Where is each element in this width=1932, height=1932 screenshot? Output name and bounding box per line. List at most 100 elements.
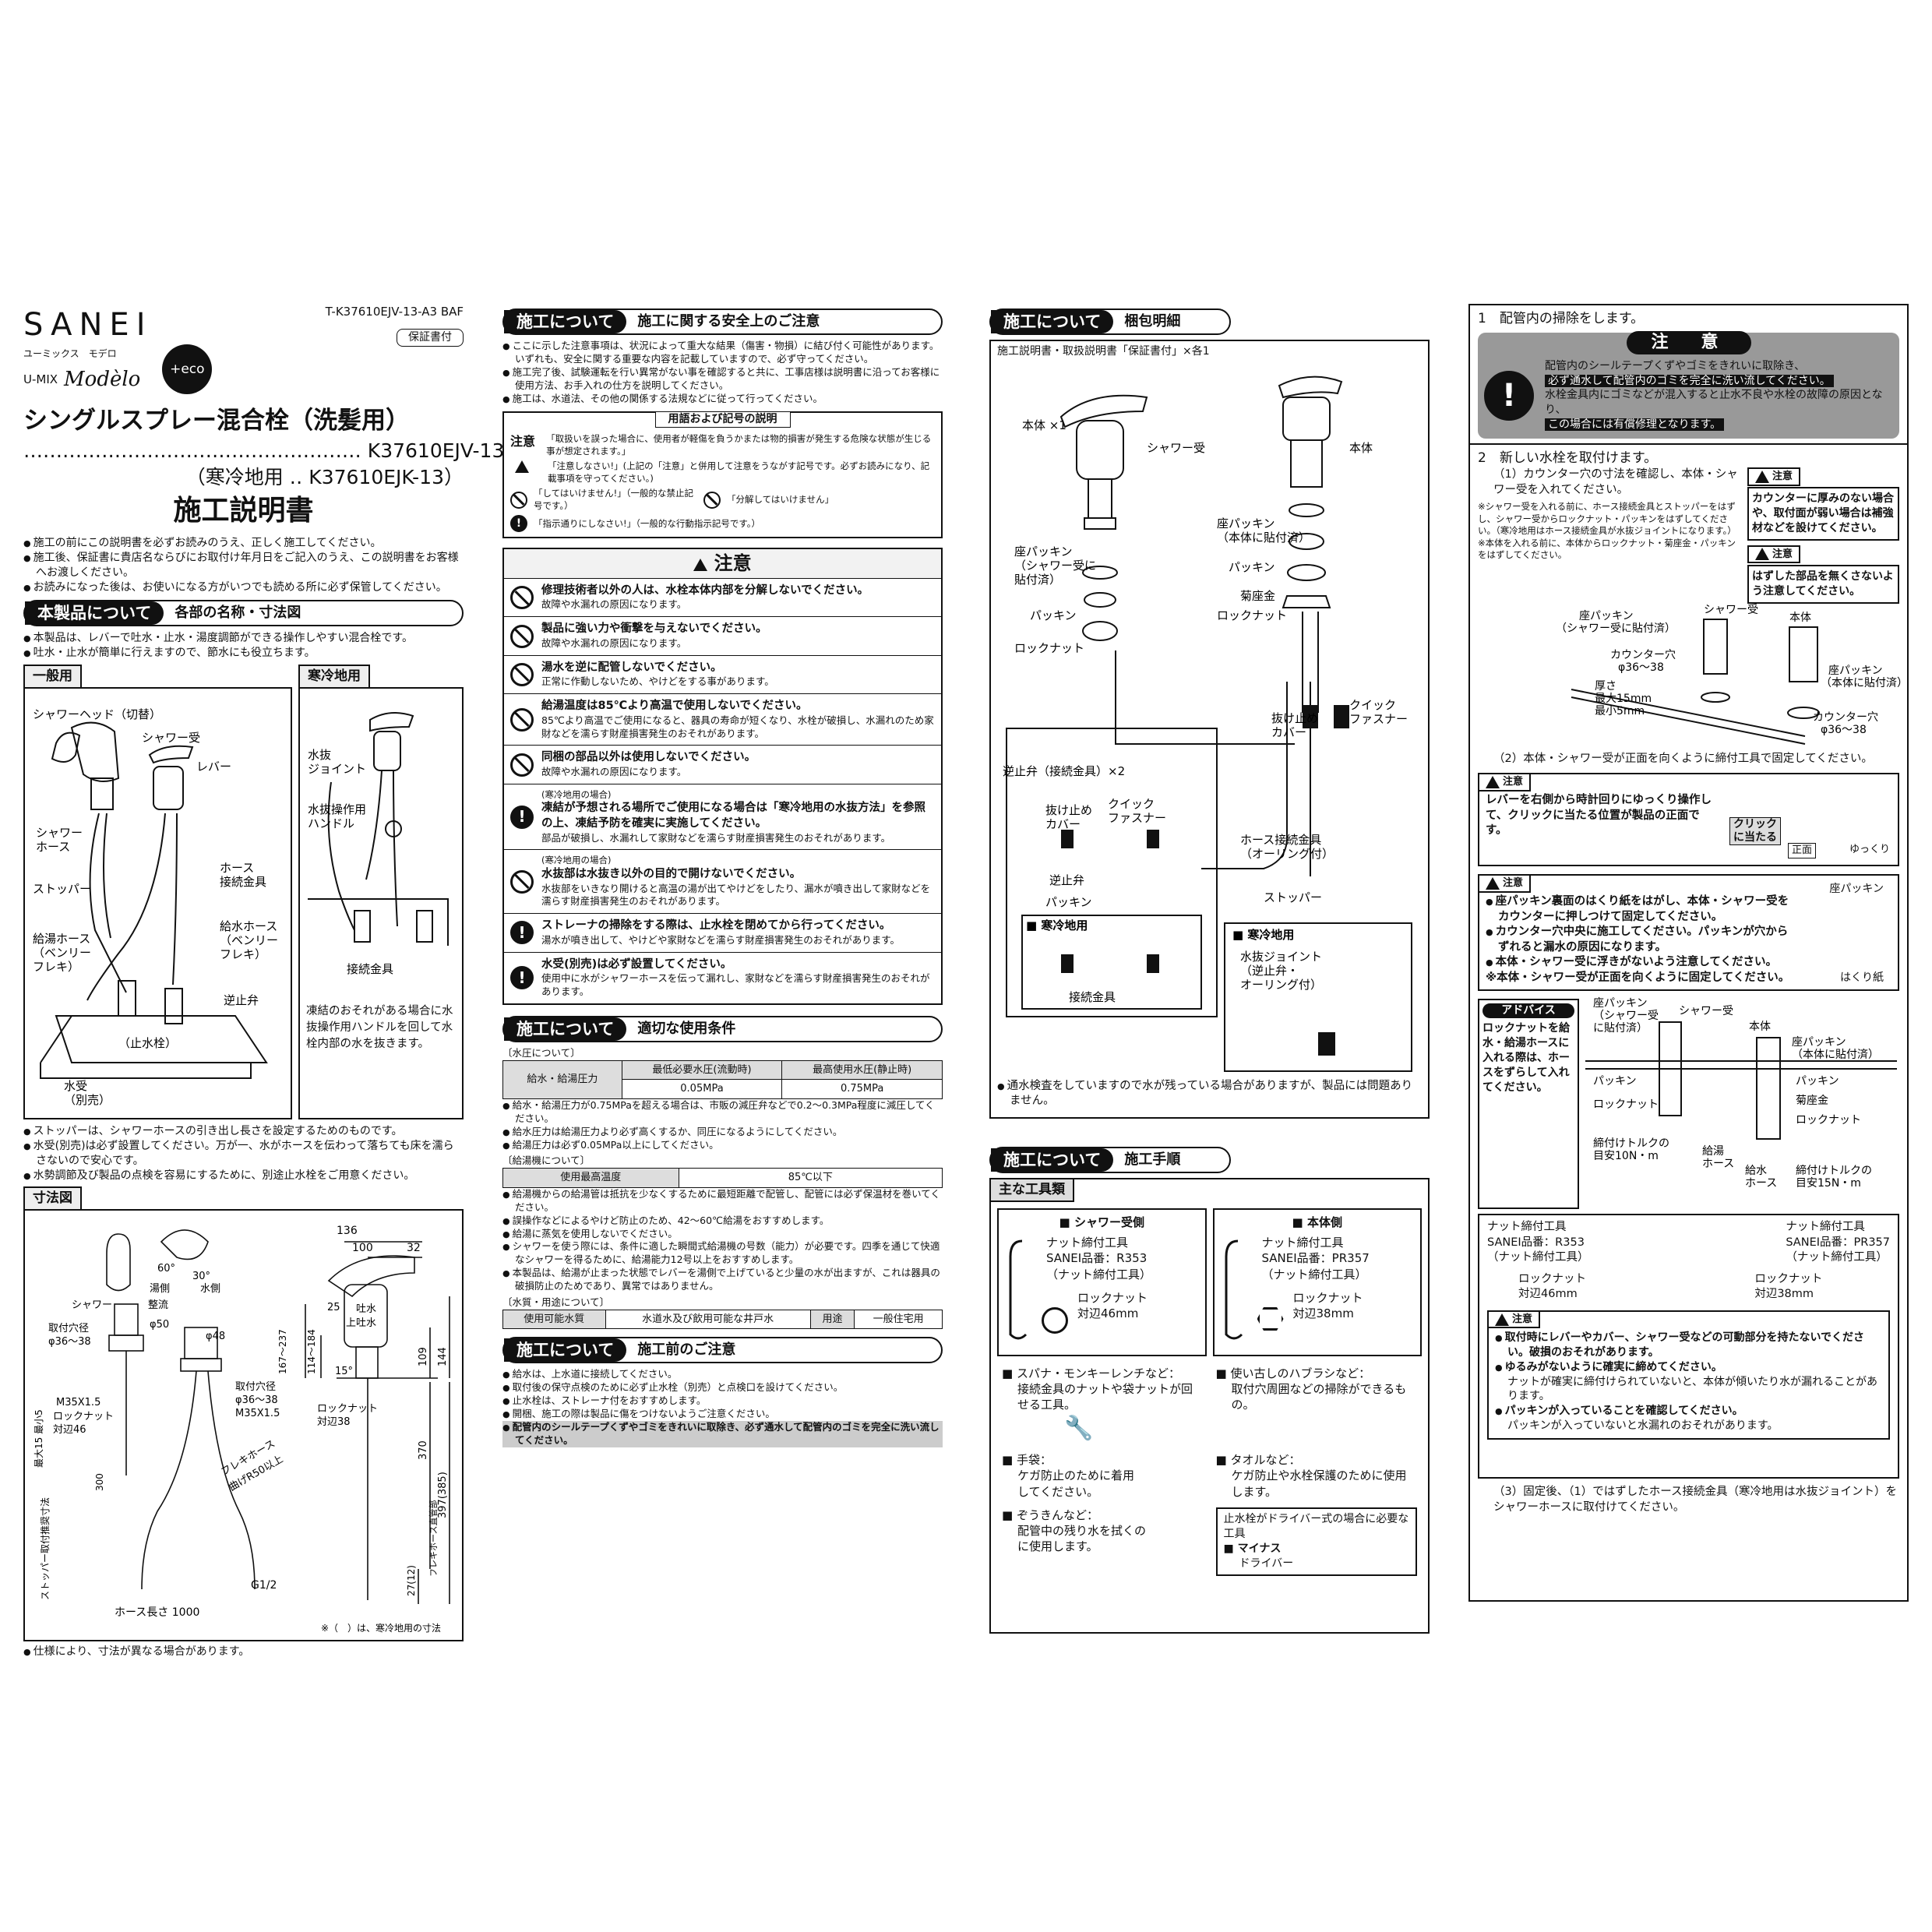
svg-text:に貼付済）: に貼付済） [1593,1022,1648,1035]
brand-logo: SANEI [23,307,153,343]
warn-heading: 注意 [1747,545,1801,564]
mandatory-icon: ! [510,515,527,533]
hex-nut-icon [1257,1306,1284,1331]
svg-text:目安15N・m: 目安15N・m [1796,1177,1861,1190]
svg-text:30°: 30° [192,1271,210,1282]
svg-text:目安10N・m: 目安10N・m [1593,1150,1659,1162]
modelo-logo: Modèlo [64,367,141,391]
svg-text:（シャワー受に: （シャワー受に [1014,559,1096,573]
caution-box: 注意 修理技術者以外の人は、水栓本体内部を分解しないでください。故障や水漏れの原… [502,548,943,1006]
svg-text:パッキン: パッキン [1593,1075,1637,1088]
svg-text:ホース接続金具: ホース接続金具 [1240,833,1321,847]
svg-text:ロックナット: ロックナット [1593,1098,1659,1111]
svg-text:（シャワー受に貼付済）: （シャワー受に貼付済） [1556,622,1676,635]
tab-cold: 寒冷地用 [298,665,370,688]
svg-text:144: 144 [437,1347,449,1366]
model-number-cold: （寒冷地用 ‥ K37610EJK-13） [185,465,464,488]
glossary-title: 用語および記号の説明 [654,411,791,428]
svg-text:ロックナット: ロックナット [1796,1114,1861,1126]
svg-text:接続金具: 接続金具 [220,875,266,889]
svg-text:167～237: 167～237 [277,1329,288,1374]
svg-text:（シャワー受: （シャワー受 [1593,1010,1659,1022]
svg-text:水抜: 水抜 [308,748,331,762]
svg-text:水側: 水側 [200,1283,220,1295]
svg-text:シャワー受: シャワー受 [142,731,200,745]
warn-lever: 注意 レバーを右側から時計回りにゆっくり操作して、クリックに当たる位置が製品の正… [1478,773,1899,867]
svg-text:抜け止め: 抜け止め [1045,803,1092,817]
svg-text:最小5mm: 最小5mm [1595,705,1645,717]
svg-text:本体: 本体 [1749,1021,1771,1033]
doc-title: 施工説明書 [173,494,314,527]
svg-text:パッキン: パッキン [1229,560,1275,574]
svg-text:取付穴径: 取付穴径 [48,1323,89,1334]
svg-text:座パッキン: 座パッキン [1014,545,1073,559]
svg-text:水抜ジョイント: 水抜ジョイント [1240,950,1322,964]
svg-text:■ 寒冷地用: ■ 寒冷地用 [1232,928,1294,942]
svg-text:ハンドル: ハンドル [308,816,354,830]
svg-text:100: 100 [352,1242,373,1254]
svg-text:（別売）: （別売） [64,1093,111,1107]
svg-text:給水ホース: 給水ホース [220,919,277,933]
svg-text:フレキ）: フレキ） [33,960,79,974]
section-header-safety: 施工について施工に関する安全上のご注意 [502,308,943,335]
cold-diagram: 水抜 ジョイント 水抜操作用 ハンドル 接続金具 凍結のおそれがある場合に水抜操… [298,687,464,1120]
caution-item: 修理技術者以外の人は、水栓本体内部を分解しないでください。故障や水漏れの原因にな… [504,577,941,616]
svg-text:27(12): 27(12) [406,1565,417,1596]
svg-text:給湯ホース: 給湯ホース [33,932,90,946]
svg-text:カウンター穴: カウンター穴 [1610,649,1676,661]
caution-item: 湯水を逆に配管しないでください。正常に作動しないため、やけどをする事があります。 [504,654,941,693]
glossary-box: 用語および記号の説明 注意「取扱いを誤った場合に、使用者が軽傷を負うかまたは物的… [502,411,943,539]
step1-title: 1 配管内の掃除をします。 [1478,311,1645,326]
step2-title: 2 新しい水栓を取付けます。 [1478,450,1658,467]
caution-item: 同梱の部品以外は使用しないでください。故障や水漏れの原因になります。 [504,745,941,783]
product-notes: 本製品は、レバーで吐水・止水・湯度調節ができる操作しやすい混合栓です。 吐水・止… [23,631,464,661]
section-header-procedure: 施工について施工手順 [989,1147,1231,1173]
svg-text:最大15 最小5: 最大15 最小5 [33,1409,44,1468]
caution-item: !(寒冷地用の場合)凍結が予想される場所でご使用になる場合は「寒冷地用の水抜方法… [504,783,941,850]
svg-text:φ36～38: φ36～38 [1821,724,1867,736]
quality-table: 使用可能水質水道水及び飲用可能な井戸水用途一般住宅用 [502,1309,943,1330]
svg-text:φ48: φ48 [206,1331,225,1342]
svg-text:M35X1.5: M35X1.5 [56,1397,100,1408]
label-shower-head: シャワーヘッド（切替） [33,707,161,721]
svg-text:貼付済）: 貼付済） [1014,573,1061,587]
mandatory-icon: ! [1484,370,1534,421]
svg-text:ロックナット: ロックナット [53,1411,114,1423]
svg-text:シャワー: シャワー [36,826,83,840]
svg-text:300: 300 [94,1473,105,1491]
intro-item: お読みになった後は、お使いになる方がいつでも読める所に必ず保管してください。 [23,580,464,595]
svg-text:抜け止め: 抜け止め [1271,711,1318,725]
prohibited-icon [510,586,534,610]
safety-bullets: ここに示した注意事項は、状況によって重大な結果（傷害・物損）に結び付く可能性があ… [502,340,943,405]
prohibited-icon [510,624,534,648]
svg-text:シャワー受: シャワー受 [1704,604,1758,616]
dimension-diagram: 136 100 32 60° 30° 湯側 水側 シャワー 整流 吐水 上吐水 … [23,1208,464,1641]
svg-text:菊座金: 菊座金 [1796,1095,1828,1107]
svg-text:カバー: カバー [1045,817,1081,831]
svg-text:ロックナット: ロックナット [317,1403,378,1415]
svg-text:本体 ×1: 本体 ×1 [1022,418,1066,432]
prohibited-icon [510,662,534,686]
svg-text:厚さ: 厚さ [1595,680,1616,693]
tool-gloves: ■ 手袋：ケガ防止のために着用してください。 [1002,1453,1135,1499]
column-steps: 1 配管内の掃除をします。 注 意 ! 配管内のシールテープくずやゴミをきれいに… [1468,304,1909,1602]
umix-kana: ユーミックス モデロ [23,348,117,359]
svg-text:G1/2: G1/2 [251,1579,277,1592]
svg-text:最大15mm: 最大15mm [1595,693,1652,705]
caution-item: (寒冷地用の場合)水抜部は水抜き以外の目的で開けないでください。水抜部をいきなり… [504,849,941,913]
svg-text:レバー: レバー [196,760,231,774]
svg-text:（ベンリー: （ベンリー [33,946,91,960]
step2-box: 2 新しい水栓を取付けます。 （1）カウンター穴の寸法を確認し、本体・シャワー受… [1468,445,1909,1602]
locknut-icon [1042,1306,1068,1334]
svg-text:ファスナー: ファスナー [1349,712,1408,726]
advice-box: アドバイス ロックナットを給水・給湯ホースに入れる際は、ホースをずらして入れてく… [1478,999,1579,1210]
step1-box: 1 配管内の掃除をします。 注 意 ! 配管内のシールテープくずやゴミをきれいに… [1468,304,1909,446]
svg-text:菊座金: 菊座金 [1240,589,1275,603]
caution-item: !ストレーナの掃除をする際は、止水栓を閉めてから行ってください。湯水が噴き出して… [504,913,941,951]
tool-brush: ■ 使い古しのハブラシなど：取付穴周囲などの掃除ができるもの。 [1215,1366,1407,1412]
warn-heading: 注意 [1747,467,1801,486]
column-packing: 施工について梱包明細 施工説明書・取扱説明書「保証書付」×各1 [989,304,1430,1634]
svg-text:ジョイント: ジョイント [308,762,366,776]
